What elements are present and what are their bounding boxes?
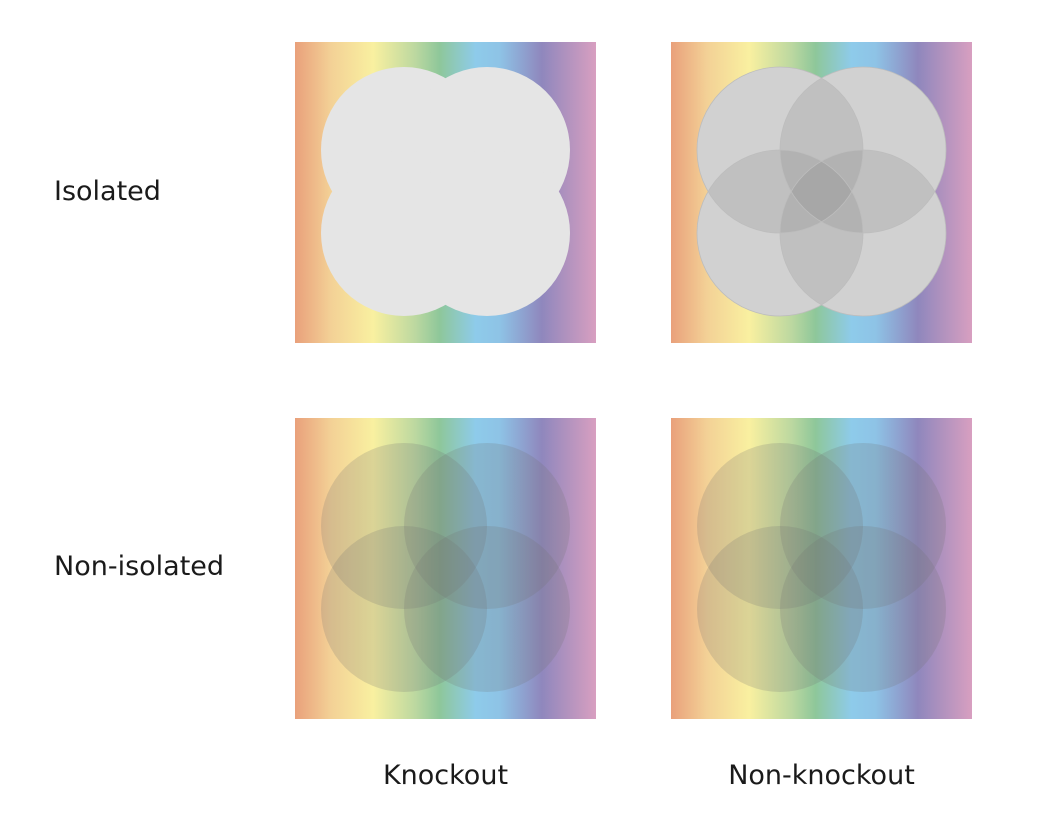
circle-bottom-right <box>404 526 570 692</box>
column-label-non-knockout: Non-knockout <box>728 760 915 791</box>
row-label-non-isolated: Non-isolated <box>54 551 225 582</box>
panel-isolated-knockout <box>295 42 596 343</box>
panel-non-isolated-knockout <box>295 418 596 719</box>
row-label-isolated: Isolated <box>54 176 161 207</box>
panel-isolated-non-knockout <box>671 42 972 343</box>
spectrum-background <box>671 418 972 719</box>
circle-bottom-right <box>404 150 570 316</box>
circle-bottom-left <box>697 526 863 692</box>
circle-top-right <box>404 443 570 609</box>
circle-top-right <box>780 443 946 609</box>
circle-top-left <box>697 443 863 609</box>
panel-non-isolated-non-knockout <box>671 418 972 719</box>
circle-top-left <box>321 443 487 609</box>
circle-bottom-right <box>780 526 946 692</box>
spectrum-background <box>295 418 596 719</box>
column-label-knockout: Knockout <box>382 760 509 791</box>
circle-bottom-left <box>321 526 487 692</box>
